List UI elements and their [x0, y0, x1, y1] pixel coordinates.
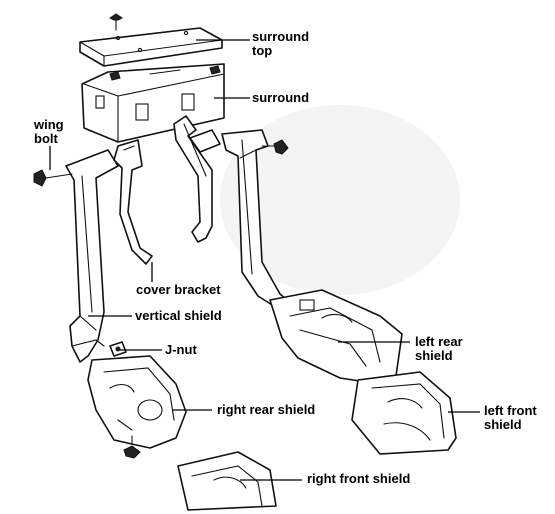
surround-part [81, 63, 225, 143]
label-surround-top-line2: top [252, 43, 273, 58]
right-wing-bolt [261, 139, 289, 155]
right-front-shield-part [177, 451, 277, 511]
label-surround: surround [252, 90, 310, 105]
label-j-nut: J-nut [165, 342, 197, 357]
surround-top-part [79, 27, 223, 67]
label-vertical-shield: vertical shield [135, 308, 222, 323]
label-wing-bolt-line1: wing [34, 117, 64, 132]
label-cover-bracket: cover bracket [136, 282, 221, 297]
label-surround-top-line1: surround [252, 29, 310, 44]
label-left-rear-shield-line2: shield [415, 348, 453, 363]
top-wing-nut [109, 13, 123, 31]
label-left-rear-shield-line1: left rear [415, 334, 463, 349]
j-nut-part [109, 341, 127, 357]
left-front-shield-part [351, 371, 457, 455]
vertical-shield-part [65, 149, 119, 363]
label-left-front-shield-line2: shield [484, 417, 522, 432]
cover-bracket-part [173, 115, 221, 243]
label-left-front-shield-line1: left front [484, 403, 537, 418]
label-surround-top: surround top [252, 30, 309, 58]
right-rear-shield-part [87, 355, 187, 449]
label-left-rear-shield: left rear shield [415, 335, 463, 363]
label-wing-bolt-line2: bolt [34, 131, 58, 146]
label-right-rear-shield: right rear shield [217, 402, 316, 417]
left-wing-bolt [33, 169, 73, 187]
label-left-front-shield: left front shield [484, 404, 537, 432]
bottom-wing-nut [123, 435, 141, 459]
label-right-front-shield: right front shield [307, 471, 411, 486]
left-rear-shield-part [269, 289, 403, 385]
inner-bracket-left [113, 139, 153, 265]
label-wing-bolt: wing bolt [34, 118, 64, 146]
